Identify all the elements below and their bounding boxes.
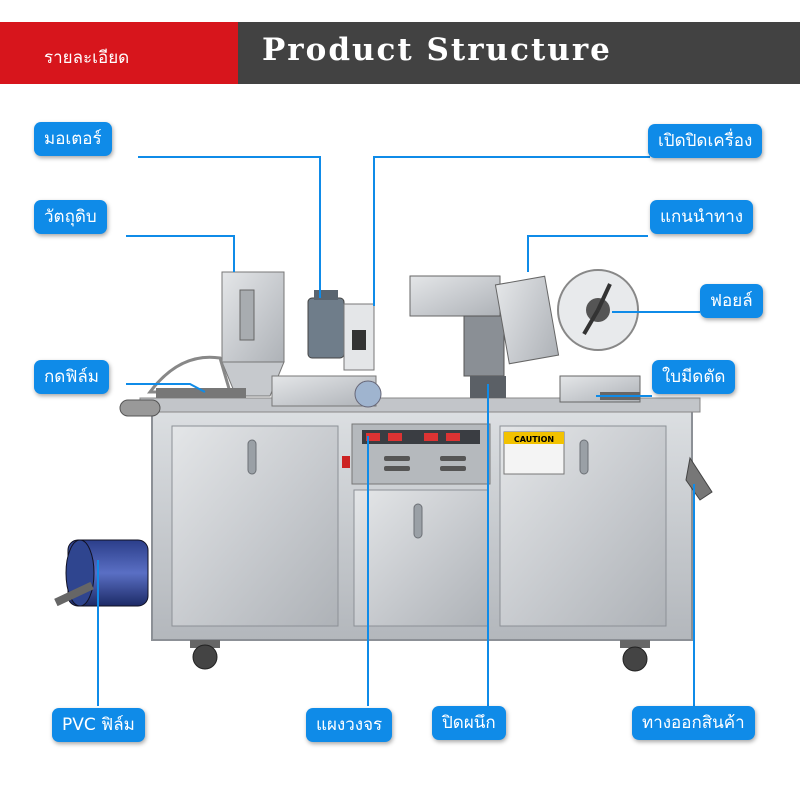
header-title-banner: Product Structure bbox=[238, 22, 800, 84]
callout-pvc-film: PVC ฟิล์ม bbox=[52, 708, 145, 742]
leader-press-film bbox=[126, 383, 206, 393]
leader-motor bbox=[138, 156, 321, 298]
callout-output-chute: ทางออกสินค้า bbox=[632, 706, 755, 740]
callout-seal: ปิดผนึก bbox=[432, 706, 506, 740]
left-door-handle bbox=[247, 439, 257, 475]
leader-guide-shaft bbox=[527, 235, 648, 272]
callout-cutting-blade: ใบมีดตัด bbox=[652, 360, 736, 394]
callout-press-film: กดฟิล์ม bbox=[34, 360, 109, 394]
callout-control-panel: แผงวงจร bbox=[306, 708, 393, 742]
right-door-handle bbox=[579, 439, 589, 475]
center-door-handle bbox=[413, 503, 423, 539]
header-thai-banner: รายละเอียด bbox=[0, 22, 238, 84]
callout-power-switch: เปิดปิดเครื่อง bbox=[648, 124, 763, 158]
guide-shaft-frame bbox=[494, 275, 560, 365]
callout-foil: ฟอยล์ bbox=[700, 284, 763, 318]
leader-power-switch bbox=[373, 156, 650, 306]
leader-raw-material bbox=[126, 235, 235, 272]
page-title: Product Structure bbox=[262, 32, 612, 68]
caution-text: CAUTION bbox=[514, 435, 554, 444]
seal-station bbox=[409, 275, 501, 317]
callout-raw-material: วัตถุดิบ bbox=[34, 200, 107, 234]
motor bbox=[307, 297, 345, 359]
press-film-roller bbox=[119, 399, 161, 417]
caster-left bbox=[192, 644, 218, 670]
caster-right bbox=[622, 646, 648, 672]
callout-guide-shaft: แกนนำทาง bbox=[650, 200, 754, 234]
header-thai-label: รายละเอียด bbox=[44, 48, 130, 68]
output-chute bbox=[685, 456, 713, 501]
callout-motor: มอเตอร์ bbox=[34, 122, 112, 156]
